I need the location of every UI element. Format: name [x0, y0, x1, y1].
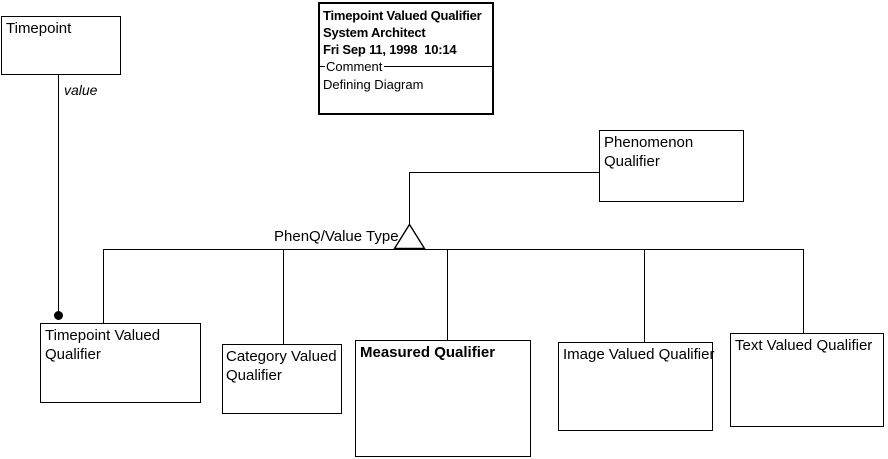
connector-drop-image-valued[interactable] [644, 249, 645, 342]
title-block-date: Fri Sep 11, 1998 10:14 [323, 42, 457, 57]
box-timepoint-label: Timepoint [6, 20, 72, 37]
connector-drop-category-valued[interactable] [283, 249, 284, 344]
separator-line [384, 66, 492, 67]
connector-drop-measured[interactable] [447, 249, 448, 340]
box-text-valued-qualifier-label: Text Valued Qualifier [735, 337, 873, 354]
box-text-valued-qualifier[interactable]: Text Valued Qualifier [730, 333, 884, 427]
connector-drop-text-valued[interactable] [803, 249, 804, 333]
box-timepoint-valued-qualifier[interactable]: Timepoint Valued Qualifier [40, 323, 201, 403]
box-image-valued-qualifier-label: Image Valued Qualifier [563, 346, 715, 363]
box-measured-qualifier-label: Measured Qualifier [360, 344, 496, 361]
title-block-tool-name: System Architect [323, 25, 426, 40]
connector-phenomenon-horizontal[interactable] [409, 172, 600, 173]
value-association-label: value [64, 82, 98, 98]
box-phenomenon-qualifier-label: Phenomenon Qualifier [604, 134, 694, 170]
separator-dash [320, 66, 325, 67]
box-timepoint[interactable]: Timepoint [1, 16, 121, 75]
title-block-diagram-name: Timepoint Valued Qualifier [323, 8, 482, 23]
box-timepoint-valued-qualifier-label: Timepoint Valued Qualifier [45, 327, 161, 363]
phenq-value-type-label: PhenQ/Value Type [274, 228, 399, 245]
box-phenomenon-qualifier[interactable]: Phenomenon Qualifier [599, 130, 744, 202]
connector-drop-timepoint-valued[interactable] [103, 249, 104, 323]
box-image-valued-qualifier[interactable]: Image Valued Qualifier [558, 342, 715, 431]
defining-diagram-text: Defining Diagram [323, 77, 424, 92]
box-measured-qualifier[interactable]: Measured Qualifier [355, 340, 531, 457]
box-category-valued-qualifier-label: Category Valued Qualifier [226, 348, 337, 384]
diagram-title-block[interactable]: Timepoint Valued Qualifier System Archit… [318, 2, 494, 115]
box-category-valued-qualifier[interactable]: Category Valued Qualifier [222, 344, 342, 414]
connector-phenomenon-vertical[interactable] [409, 172, 410, 226]
comment-separator: Comment [320, 60, 492, 73]
inheritance-triangle-icon[interactable] [393, 223, 426, 250]
association-endpoint-dot-icon [54, 311, 63, 320]
comment-label: Comment [326, 59, 383, 74]
connector-subtype-bus[interactable] [103, 249, 804, 250]
connector-value-line[interactable] [58, 75, 59, 315]
